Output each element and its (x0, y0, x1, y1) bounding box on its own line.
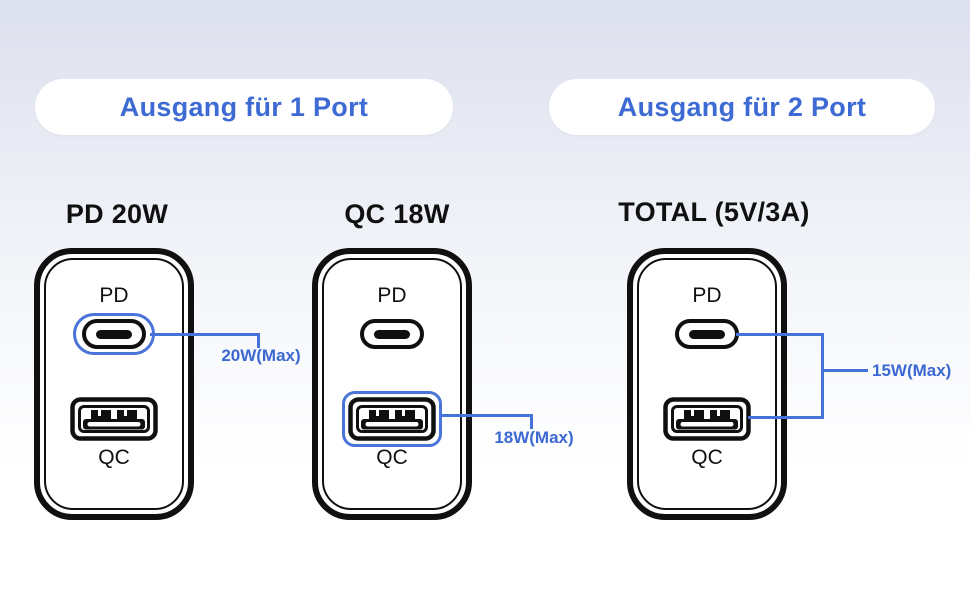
qc-port-label: QC (691, 446, 723, 469)
callout-label-18w-max: 18W(Max) (494, 428, 574, 447)
pd-port-label: PD (99, 284, 129, 307)
callout-line-15w-bottom (748, 416, 824, 419)
charger-body (312, 248, 472, 520)
header-pill-1-port: Ausgang für 1 Port (35, 79, 453, 135)
usb-a-highlight-ring (342, 391, 442, 447)
qc-port-label: QC (98, 446, 130, 469)
header-pill-1-port-label: Ausgang für 1 Port (119, 91, 369, 122)
charger-pd-20w: PD QC (34, 248, 194, 520)
header-pill-2-port: Ausgang für 2 Port (549, 79, 935, 135)
qc-port-label: QC (376, 446, 408, 469)
callout-line-20w-stub (257, 333, 260, 348)
callout-line-15w-top (736, 333, 824, 336)
charger-1-title: PD 20W (65, 199, 169, 229)
charger-inner-outline (322, 258, 462, 510)
usb-a-port-icon (663, 397, 751, 441)
usb-a-port-icon (70, 397, 158, 441)
callout-label-15w-max: 15W(Max) (872, 361, 952, 380)
callout-line-20w-horizontal (150, 333, 260, 336)
usb-c-slot (374, 329, 410, 339)
usb-a-port-icon (348, 397, 436, 441)
header-pill-2-port-label: Ausgang für 2 Port (617, 91, 867, 122)
usb-c-slot (96, 329, 132, 339)
usb-a-port-wrap (64, 391, 164, 447)
charger-body (627, 248, 787, 520)
charger-inner-outline (44, 258, 184, 510)
charger-2-title: QC 18W (344, 199, 450, 229)
callout-line-18w-horizontal (441, 414, 533, 417)
usb-a-port-wrap (657, 391, 757, 447)
usb-c-port-icon (675, 319, 739, 349)
usb-c-port-icon (360, 319, 424, 349)
callout-label-20w-max: 20W(Max) (221, 346, 301, 365)
charger-total-5v3a: PD QC (627, 248, 787, 520)
usb-c-highlight-ring (73, 313, 155, 355)
charger-inner-outline (637, 258, 777, 510)
charger-3-title: TOTAL (5V/3A) (618, 197, 810, 227)
pd-port-label: PD (692, 284, 722, 307)
callout-line-18w-stub (530, 414, 533, 429)
usb-c-port-icon (82, 319, 146, 349)
usb-c-port-wrap (351, 313, 433, 355)
pd-port-label: PD (377, 284, 407, 307)
usb-c-slot (689, 329, 725, 339)
callout-line-15w-middle (824, 369, 868, 372)
charger-qc-18w: PD QC (312, 248, 472, 520)
callout-line-15w-vertical (821, 333, 824, 419)
charger-body (34, 248, 194, 520)
